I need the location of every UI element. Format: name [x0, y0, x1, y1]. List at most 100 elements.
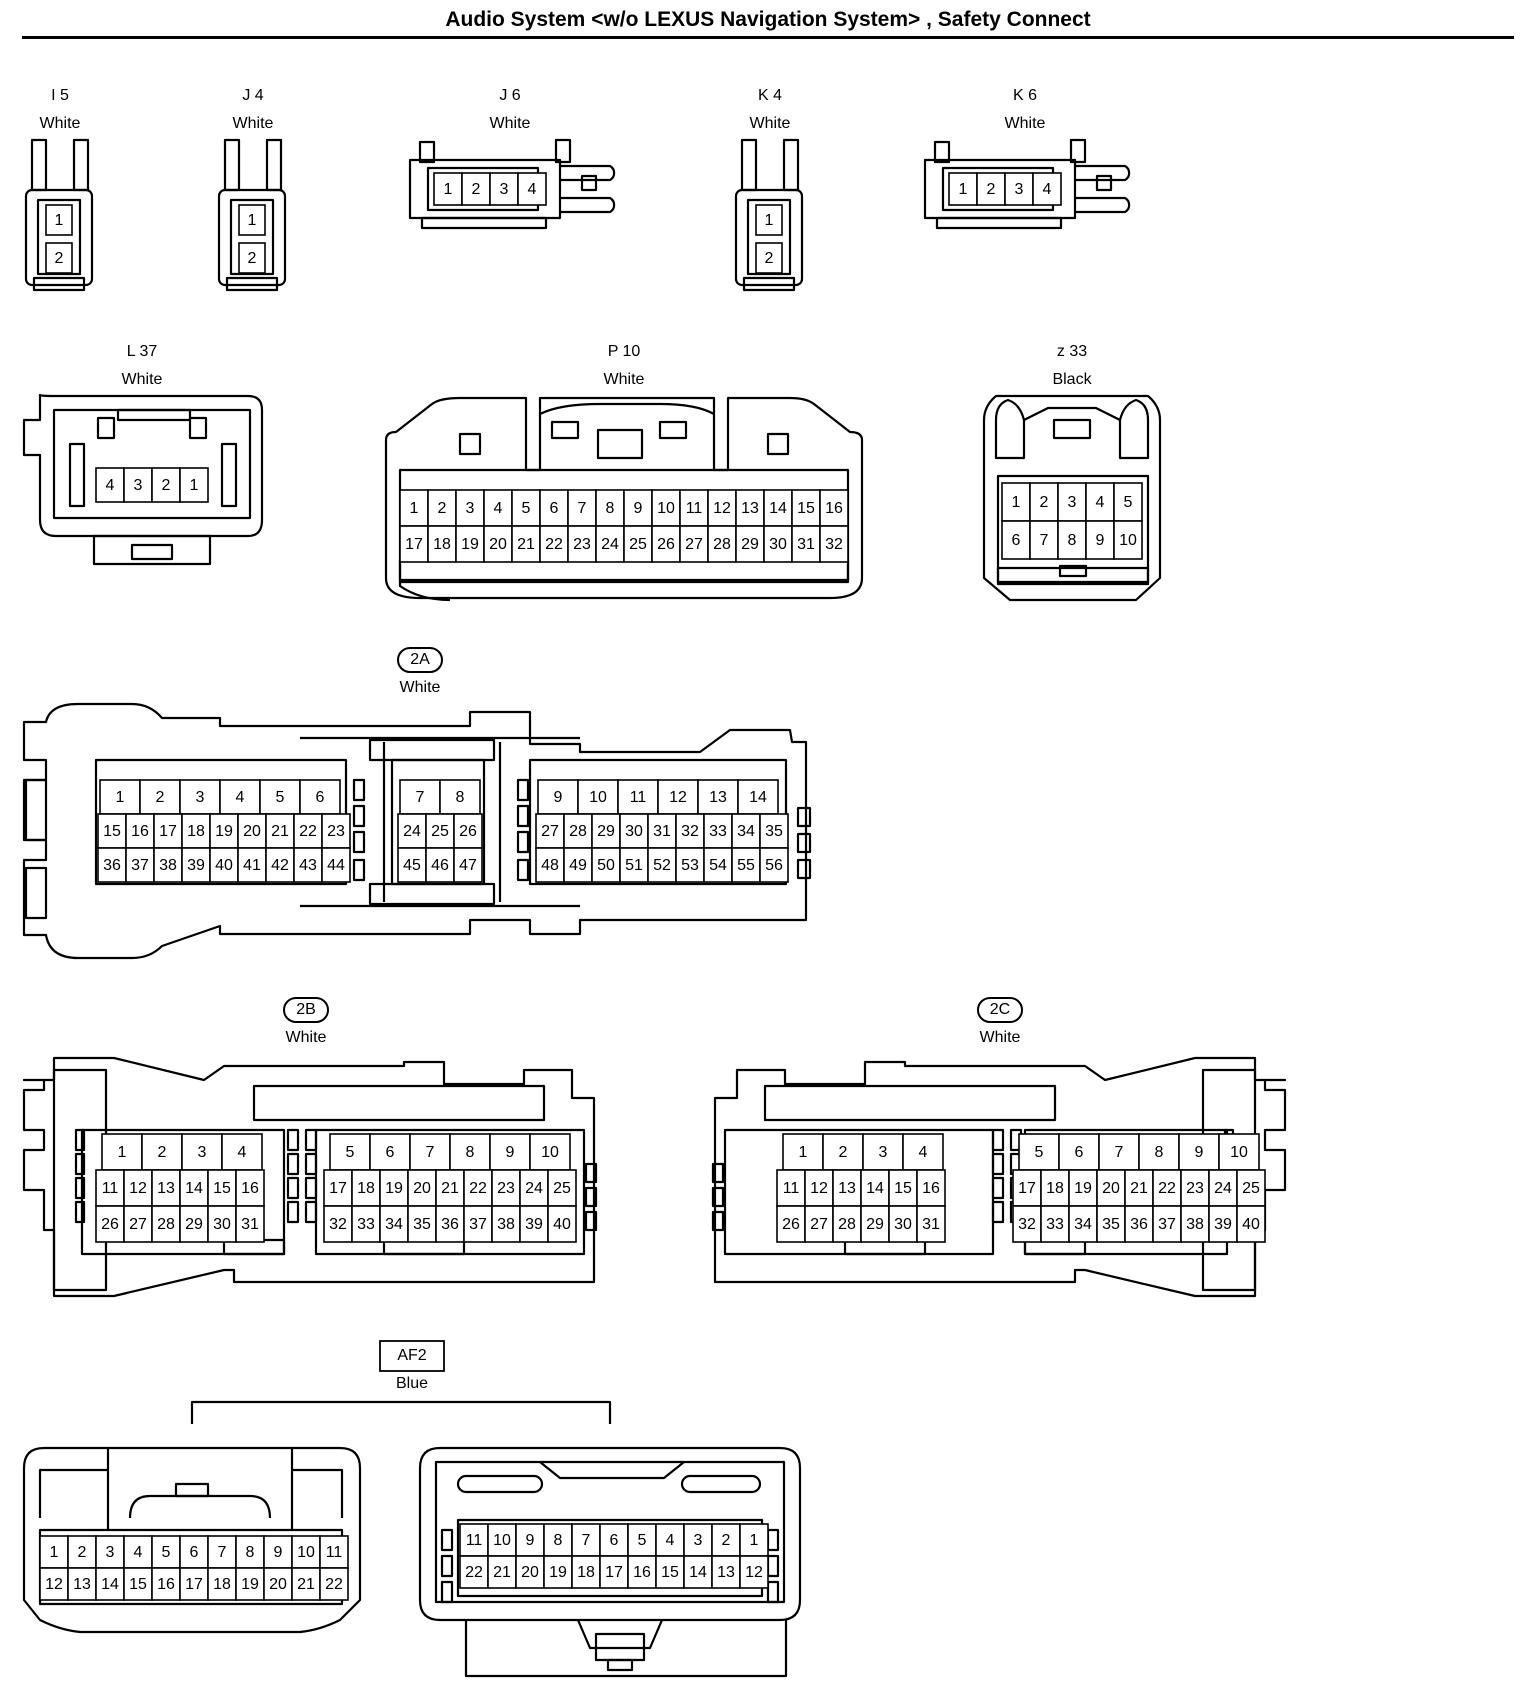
- pin-cell: [1029, 482, 1059, 522]
- outline-part: [96, 416, 116, 440]
- pin-number: 35: [413, 1216, 431, 1233]
- pin-number: 43: [299, 857, 317, 874]
- outline-part: [352, 858, 366, 882]
- pin-number: 26: [101, 1216, 119, 1233]
- outline-part: [130, 543, 174, 561]
- pin-number: 9: [1195, 1144, 1204, 1161]
- pin-number: 4: [236, 789, 245, 806]
- connector-color: White: [604, 371, 645, 388]
- pin-number: 15: [129, 1576, 147, 1593]
- outline-part: [796, 832, 812, 854]
- connector-housing: [24, 188, 94, 287]
- pin-number: 18: [357, 1180, 375, 1197]
- pin-number: 7: [582, 1532, 591, 1549]
- pin-cell: [123, 1205, 153, 1243]
- outline-part: [265, 138, 283, 192]
- connector-id: 2C: [990, 1001, 1010, 1018]
- pin-number: 4: [106, 477, 115, 494]
- outline-part: [304, 1128, 318, 1152]
- outline-part: [991, 1200, 1005, 1224]
- pin-cell: [647, 847, 677, 883]
- pin-number: 1: [444, 181, 453, 198]
- pin-cell: [221, 1133, 263, 1171]
- pin-number: 36: [103, 857, 121, 874]
- pin-number: 17: [605, 1564, 623, 1581]
- pin-number: 54: [709, 857, 727, 874]
- pin-cell: [299, 779, 341, 815]
- pin-number: 42: [271, 857, 289, 874]
- pin-cell: [1124, 1169, 1154, 1207]
- pin-number: 9: [526, 1532, 535, 1549]
- connector-housing: [217, 188, 287, 287]
- pin-cell: [39, 1535, 69, 1569]
- pin-cell: [319, 1567, 349, 1601]
- connector-badge: [379, 1340, 445, 1372]
- pin-number: 2: [55, 250, 64, 267]
- pin-number: 21: [271, 823, 289, 840]
- outline-part: [440, 1554, 454, 1578]
- pin-number: 31: [241, 1216, 259, 1233]
- pin-number: 6: [190, 1544, 199, 1561]
- outline-part: [456, 1474, 544, 1494]
- pin-number: 37: [131, 857, 149, 874]
- pin-number: 24: [601, 536, 619, 553]
- pin-number: 9: [506, 1144, 515, 1161]
- pin-number: 21: [493, 1564, 511, 1581]
- outline-part: [68, 442, 86, 508]
- pin-number: 33: [1046, 1216, 1064, 1233]
- pin-cell: [657, 779, 699, 815]
- pin-number: 35: [1102, 1216, 1120, 1233]
- pin-number: 6: [1012, 532, 1021, 549]
- connector-housing: [384, 396, 864, 600]
- pin-number: 51: [625, 857, 643, 874]
- pin-cell: [623, 525, 653, 563]
- outline-part: [782, 138, 800, 192]
- pin-cell: [397, 847, 427, 883]
- pin-number: 22: [299, 823, 317, 840]
- outline-part: [516, 804, 530, 828]
- pin-number: 29: [597, 823, 615, 840]
- outline-part: [352, 804, 366, 828]
- pin-number: 27: [129, 1216, 147, 1233]
- pin-number: 30: [894, 1216, 912, 1233]
- outline-part: [398, 558, 850, 584]
- connector-id: AF2: [397, 1347, 426, 1364]
- pin-number: 13: [717, 1564, 735, 1581]
- pin-cell: [209, 813, 239, 849]
- pin-cell: [491, 1205, 521, 1243]
- pin-number: 35: [765, 823, 783, 840]
- pin-number: 1: [118, 1144, 127, 1161]
- outline-part: [1095, 174, 1113, 192]
- pin-number: 20: [489, 536, 507, 553]
- pin-cell: [1018, 1133, 1060, 1171]
- connector-outlines: [22, 138, 1287, 1678]
- connector-color: White: [1005, 115, 1046, 132]
- pin-number: 5: [1124, 494, 1133, 511]
- pin-number: 17: [185, 1576, 203, 1593]
- outline-part: [584, 1162, 598, 1184]
- pin-cell: [759, 847, 789, 883]
- pin-cell: [651, 525, 681, 563]
- pin-number: 12: [713, 500, 731, 517]
- pin-number: 19: [241, 1576, 259, 1593]
- outline-part: [1052, 418, 1092, 440]
- pin-number: 2: [156, 789, 165, 806]
- pin-cell: [902, 1133, 944, 1171]
- outline-part: [1023, 406, 1121, 421]
- pin-cell: [1236, 1205, 1266, 1243]
- pin-number: 5: [346, 1144, 355, 1161]
- pin-cell: [731, 847, 761, 883]
- pin-cell: [263, 1567, 293, 1601]
- pin-number: 2: [1040, 494, 1049, 511]
- pin-number: 26: [782, 1216, 800, 1233]
- pin-cell: [435, 1169, 465, 1207]
- pin-number: 52: [653, 857, 671, 874]
- pin-number: 2: [839, 1144, 848, 1161]
- pin-number: 8: [1068, 532, 1077, 549]
- pin-number: 49: [569, 857, 587, 874]
- pin-number: 39: [1214, 1216, 1232, 1233]
- pin-cell: [599, 1555, 629, 1589]
- pin-number: 3: [1015, 181, 1024, 198]
- pin-number: 24: [403, 823, 421, 840]
- pin-number: 30: [625, 823, 643, 840]
